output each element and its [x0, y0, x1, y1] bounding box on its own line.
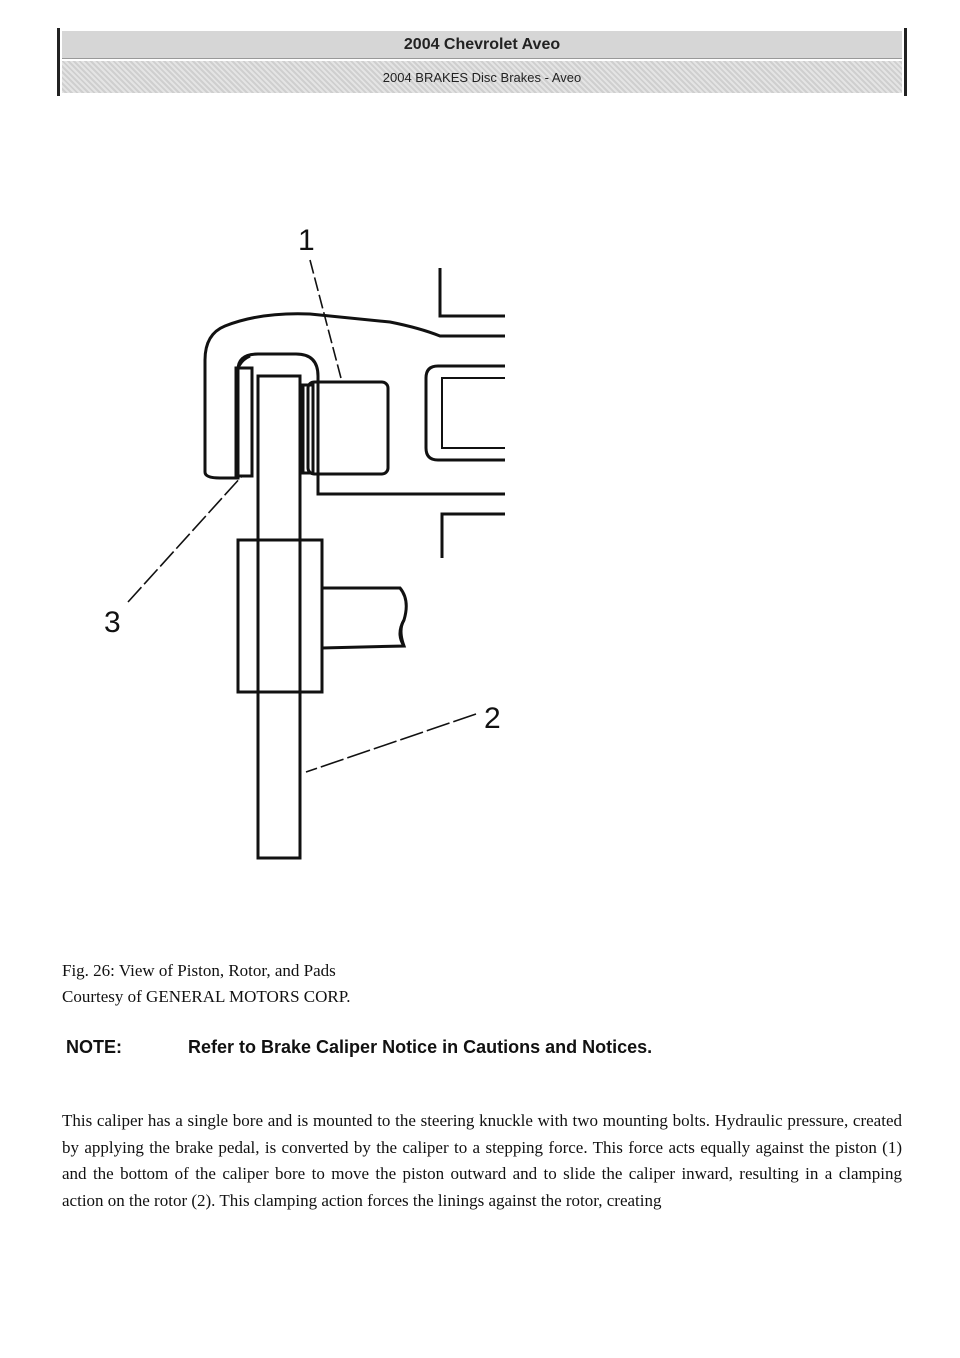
note-text: Refer to Brake Caliper Notice in Caution…	[188, 1037, 653, 1057]
document-subtitle: 2004 BRAKES Disc Brakes - Aveo	[62, 61, 902, 93]
body-paragraph: This caliper has a single bore and is mo…	[62, 1111, 902, 1210]
knuckle-mid	[424, 364, 505, 462]
piston	[306, 380, 390, 476]
page-header: 2004 Chevrolet Aveo 2004 BRAKES Disc Bra…	[57, 28, 907, 96]
caption-title: Fig. 26: View of Piston, Rotor, and Pads	[62, 961, 336, 980]
callout-2: 2	[484, 702, 501, 735]
inboard-pad	[301, 383, 315, 475]
header-right-rule	[904, 28, 907, 96]
brake-diagram: 1 2 3	[0, 100, 960, 960]
caption-credit: Courtesy of GENERAL MOTORS CORP.	[62, 987, 351, 1006]
leader-line-1	[309, 259, 343, 383]
knuckle-top	[438, 268, 505, 318]
leader-line-2	[305, 713, 477, 773]
callout-3: 3	[104, 606, 121, 639]
knuckle-bottom	[440, 512, 505, 558]
figure-caption: Fig. 26: View of Piston, Rotor, and Pads…	[62, 958, 351, 1010]
axle	[321, 586, 408, 650]
header-left-rule	[57, 28, 60, 96]
note-label: NOTE:	[66, 1037, 122, 1057]
callout-1: 1	[298, 224, 315, 257]
outboard-pad	[234, 366, 254, 478]
body-text: This caliper has a single bore and is mo…	[62, 1108, 902, 1214]
leader-line-3	[127, 475, 243, 603]
rotor	[256, 374, 302, 860]
caliper-body	[203, 312, 505, 496]
hub	[236, 538, 324, 694]
document-title: 2004 Chevrolet Aveo	[62, 31, 902, 59]
